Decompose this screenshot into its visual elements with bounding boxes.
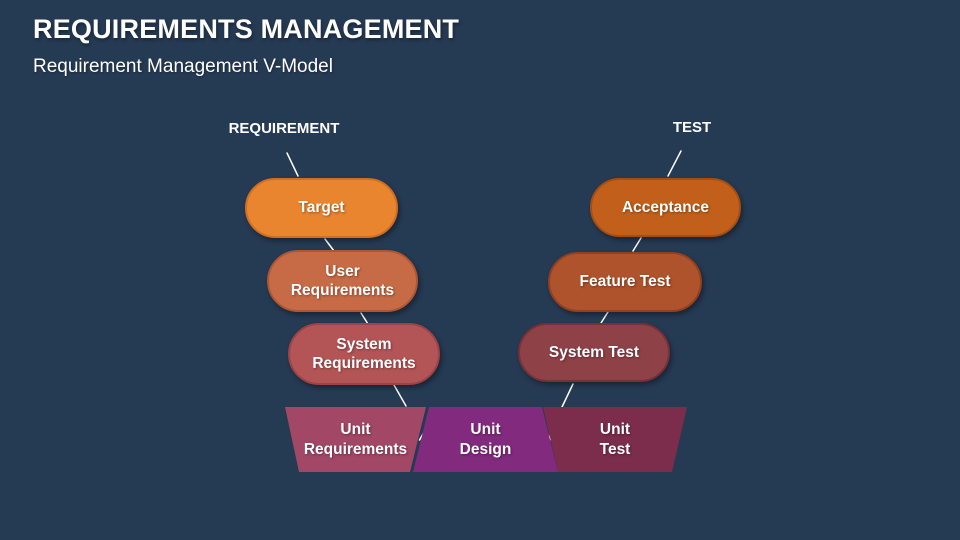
node-user-requirements-label: User Requirements xyxy=(290,262,395,299)
connector-line xyxy=(561,383,574,408)
node-system-requirements-label: System Requirements xyxy=(312,335,416,372)
connector-line xyxy=(632,237,642,252)
connector-line xyxy=(393,384,407,407)
connector-line xyxy=(667,150,682,177)
node-user-requirements: User Requirements xyxy=(267,250,418,312)
node-target-label: Target xyxy=(298,199,345,217)
connector-line xyxy=(600,311,609,324)
node-target: Target xyxy=(245,178,398,238)
node-feature-test-label: Feature Test xyxy=(579,273,671,291)
node-unit-test: Unit Test xyxy=(543,407,687,472)
node-system-requirements: System Requirements xyxy=(288,323,440,385)
node-unit-requirements: Unit Requirements xyxy=(285,407,426,472)
slide-subtitle: Requirement Management V-Model xyxy=(33,56,333,77)
node-unit-requirements-label: Unit Requirements xyxy=(303,421,408,458)
node-feature-test: Feature Test xyxy=(548,252,702,312)
node-system-test-label: System Test xyxy=(548,343,640,361)
node-acceptance-label: Acceptance xyxy=(621,198,709,216)
node-acceptance: Acceptance xyxy=(590,178,741,237)
node-unit-design: Unit Design xyxy=(413,407,558,472)
node-unit-test-label: Unit Test xyxy=(599,421,631,458)
test-branch-label: TEST xyxy=(672,119,712,136)
connector-line xyxy=(286,152,299,177)
node-unit-design-label: Unit Design xyxy=(459,421,512,458)
node-system-test: System Test xyxy=(518,323,670,382)
slide-title: REQUIREMENTS MANAGEMENT xyxy=(33,14,460,44)
requirement-branch-label: REQUIREMENT xyxy=(228,120,340,137)
